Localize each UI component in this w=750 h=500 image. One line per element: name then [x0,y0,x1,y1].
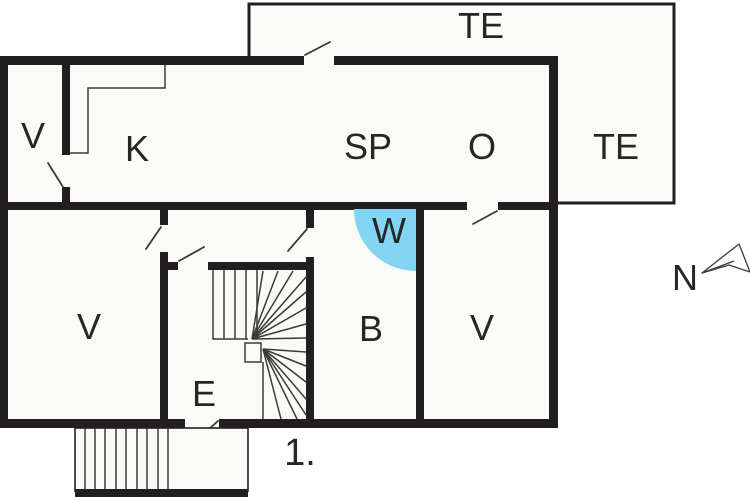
kitchen-counter [70,65,166,154]
exterior-stairs [74,427,249,497]
label-v-bottom-left: V [76,306,102,347]
door-hall-entry [178,246,208,271]
compass-label: N [672,257,698,298]
label-v-top-left: V [20,115,46,156]
label-v-bottom-right: V [469,307,495,348]
label-te-top: TE [457,5,505,46]
door-hall-v [145,225,169,252]
shower-area [354,209,416,271]
stair-winders-lower [262,348,307,420]
room-entry-stairs [168,270,306,419]
label-kitchen: K [124,128,150,169]
door-v-kitchen [47,155,71,188]
newel-post [244,342,262,363]
north-arrow-icon [701,243,750,274]
door-terrace [304,41,334,66]
label-entry: E [191,373,217,414]
door-o-room [467,201,498,225]
label-te-right: TE [592,126,640,167]
floor-number: 1. [284,432,316,474]
label-wc: W [372,210,406,251]
exterior-stair-base [75,489,248,497]
door-hall-wc [287,228,315,257]
exterior-stair-treads [84,428,169,489]
label-bath: B [358,308,384,349]
stair-winders-upper [251,270,307,340]
room-v-bottom-left [8,210,160,419]
room-v-top-left [8,65,62,202]
room-hallway [168,210,306,262]
label-o: O [467,126,497,167]
room-v-bottom-right [424,210,549,419]
label-sp: SP [343,126,393,167]
staircase [212,270,307,420]
